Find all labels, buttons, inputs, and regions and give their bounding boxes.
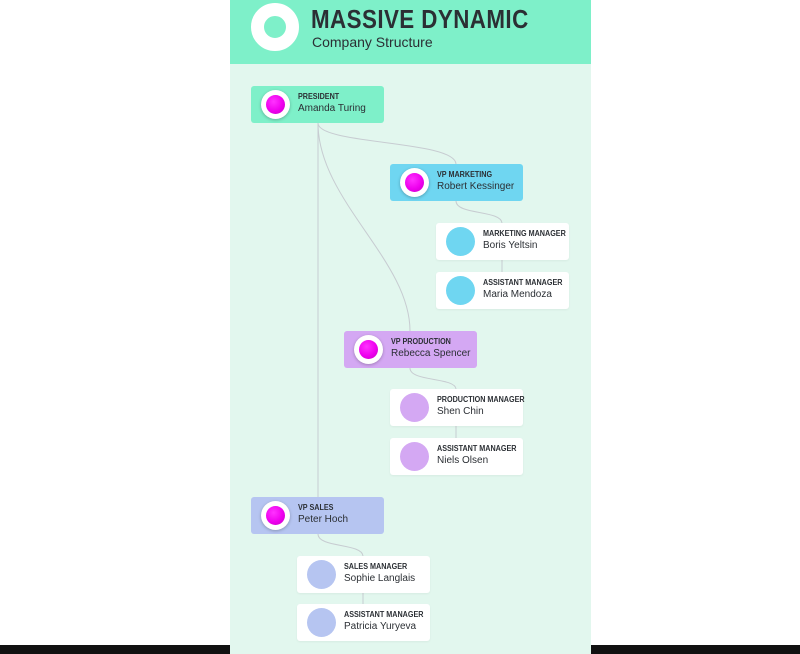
connector-vp-sales-manager: [317, 533, 364, 557]
avatar: [400, 442, 429, 471]
org-node-vp-sales[interactable]: VP SALES Peter Hoch: [251, 497, 384, 534]
page-subtitle: Company Structure: [312, 34, 433, 50]
connector-vp-production-manager: [409, 367, 457, 390]
avatar: [307, 608, 336, 637]
org-node-marketing-assistant[interactable]: ASSISTANT MANAGER Maria Mendoza: [436, 272, 569, 309]
connector-president-vp-production: [317, 122, 411, 332]
org-node-marketing-manager[interactable]: MARKETING MANAGER Boris Yeltsin: [436, 223, 569, 260]
node-name: Maria Mendoza: [483, 289, 552, 300]
node-name: Boris Yeltsin: [483, 240, 538, 251]
node-name: Rebecca Spencer: [391, 348, 471, 359]
node-name: Amanda Turing: [298, 103, 366, 114]
node-name: Shen Chin: [437, 406, 484, 417]
avatar: [400, 168, 429, 197]
node-role: SALES MANAGER: [344, 562, 408, 571]
node-role: VP SALES: [298, 503, 334, 512]
node-role: ASSISTANT MANAGER: [437, 444, 517, 453]
org-node-production-manager[interactable]: PRODUCTION MANAGER Shen Chin: [390, 389, 525, 426]
node-name: Niels Olsen: [437, 455, 489, 466]
node-role: VP PRODUCTION: [391, 337, 451, 346]
node-role: ASSISTANT MANAGER: [344, 610, 424, 619]
avatar: [446, 227, 475, 256]
node-name: Sophie Langlais: [344, 573, 416, 584]
connector-president-vp-marketing: [317, 122, 457, 165]
node-role: PRESIDENT: [298, 92, 340, 101]
node-role: PRODUCTION MANAGER: [437, 395, 525, 404]
avatar: [261, 90, 290, 119]
org-node-production-assistant[interactable]: ASSISTANT MANAGER Niels Olsen: [390, 438, 523, 475]
node-role: MARKETING MANAGER: [483, 229, 566, 238]
org-chart-page: MASSIVE DYNAMIC Company Structure PRESID…: [230, 0, 591, 654]
node-name: Patricia Yuryeva: [344, 621, 417, 632]
logo-ring-icon: [251, 3, 299, 51]
avatar-dot: [266, 95, 285, 114]
org-node-sales-assistant[interactable]: ASSISTANT MANAGER Patricia Yuryeva: [297, 604, 430, 641]
avatar: [354, 335, 383, 364]
node-name: Robert Kessinger: [437, 181, 515, 192]
org-node-president[interactable]: PRESIDENT Amanda Turing: [251, 86, 384, 123]
avatar-dot: [359, 340, 378, 359]
avatar: [261, 501, 290, 530]
company-name: MASSIVE DYNAMIC: [311, 4, 529, 34]
avatar: [446, 276, 475, 305]
org-node-vp-production[interactable]: VP PRODUCTION Rebecca Spencer: [344, 331, 477, 368]
header: MASSIVE DYNAMIC Company Structure: [230, 0, 591, 64]
avatar: [400, 393, 429, 422]
node-role: ASSISTANT MANAGER: [483, 278, 563, 287]
org-node-vp-marketing[interactable]: VP MARKETING Robert Kessinger: [390, 164, 523, 201]
node-name: Peter Hoch: [298, 514, 349, 525]
avatar: [307, 560, 336, 589]
avatar-dot: [266, 506, 285, 525]
node-role: VP MARKETING: [437, 170, 493, 179]
connector-lines: [317, 122, 503, 604]
avatar-dot: [405, 173, 424, 192]
org-node-sales-manager[interactable]: SALES MANAGER Sophie Langlais: [297, 556, 430, 593]
connector-vp-marketing-manager: [455, 200, 503, 224]
